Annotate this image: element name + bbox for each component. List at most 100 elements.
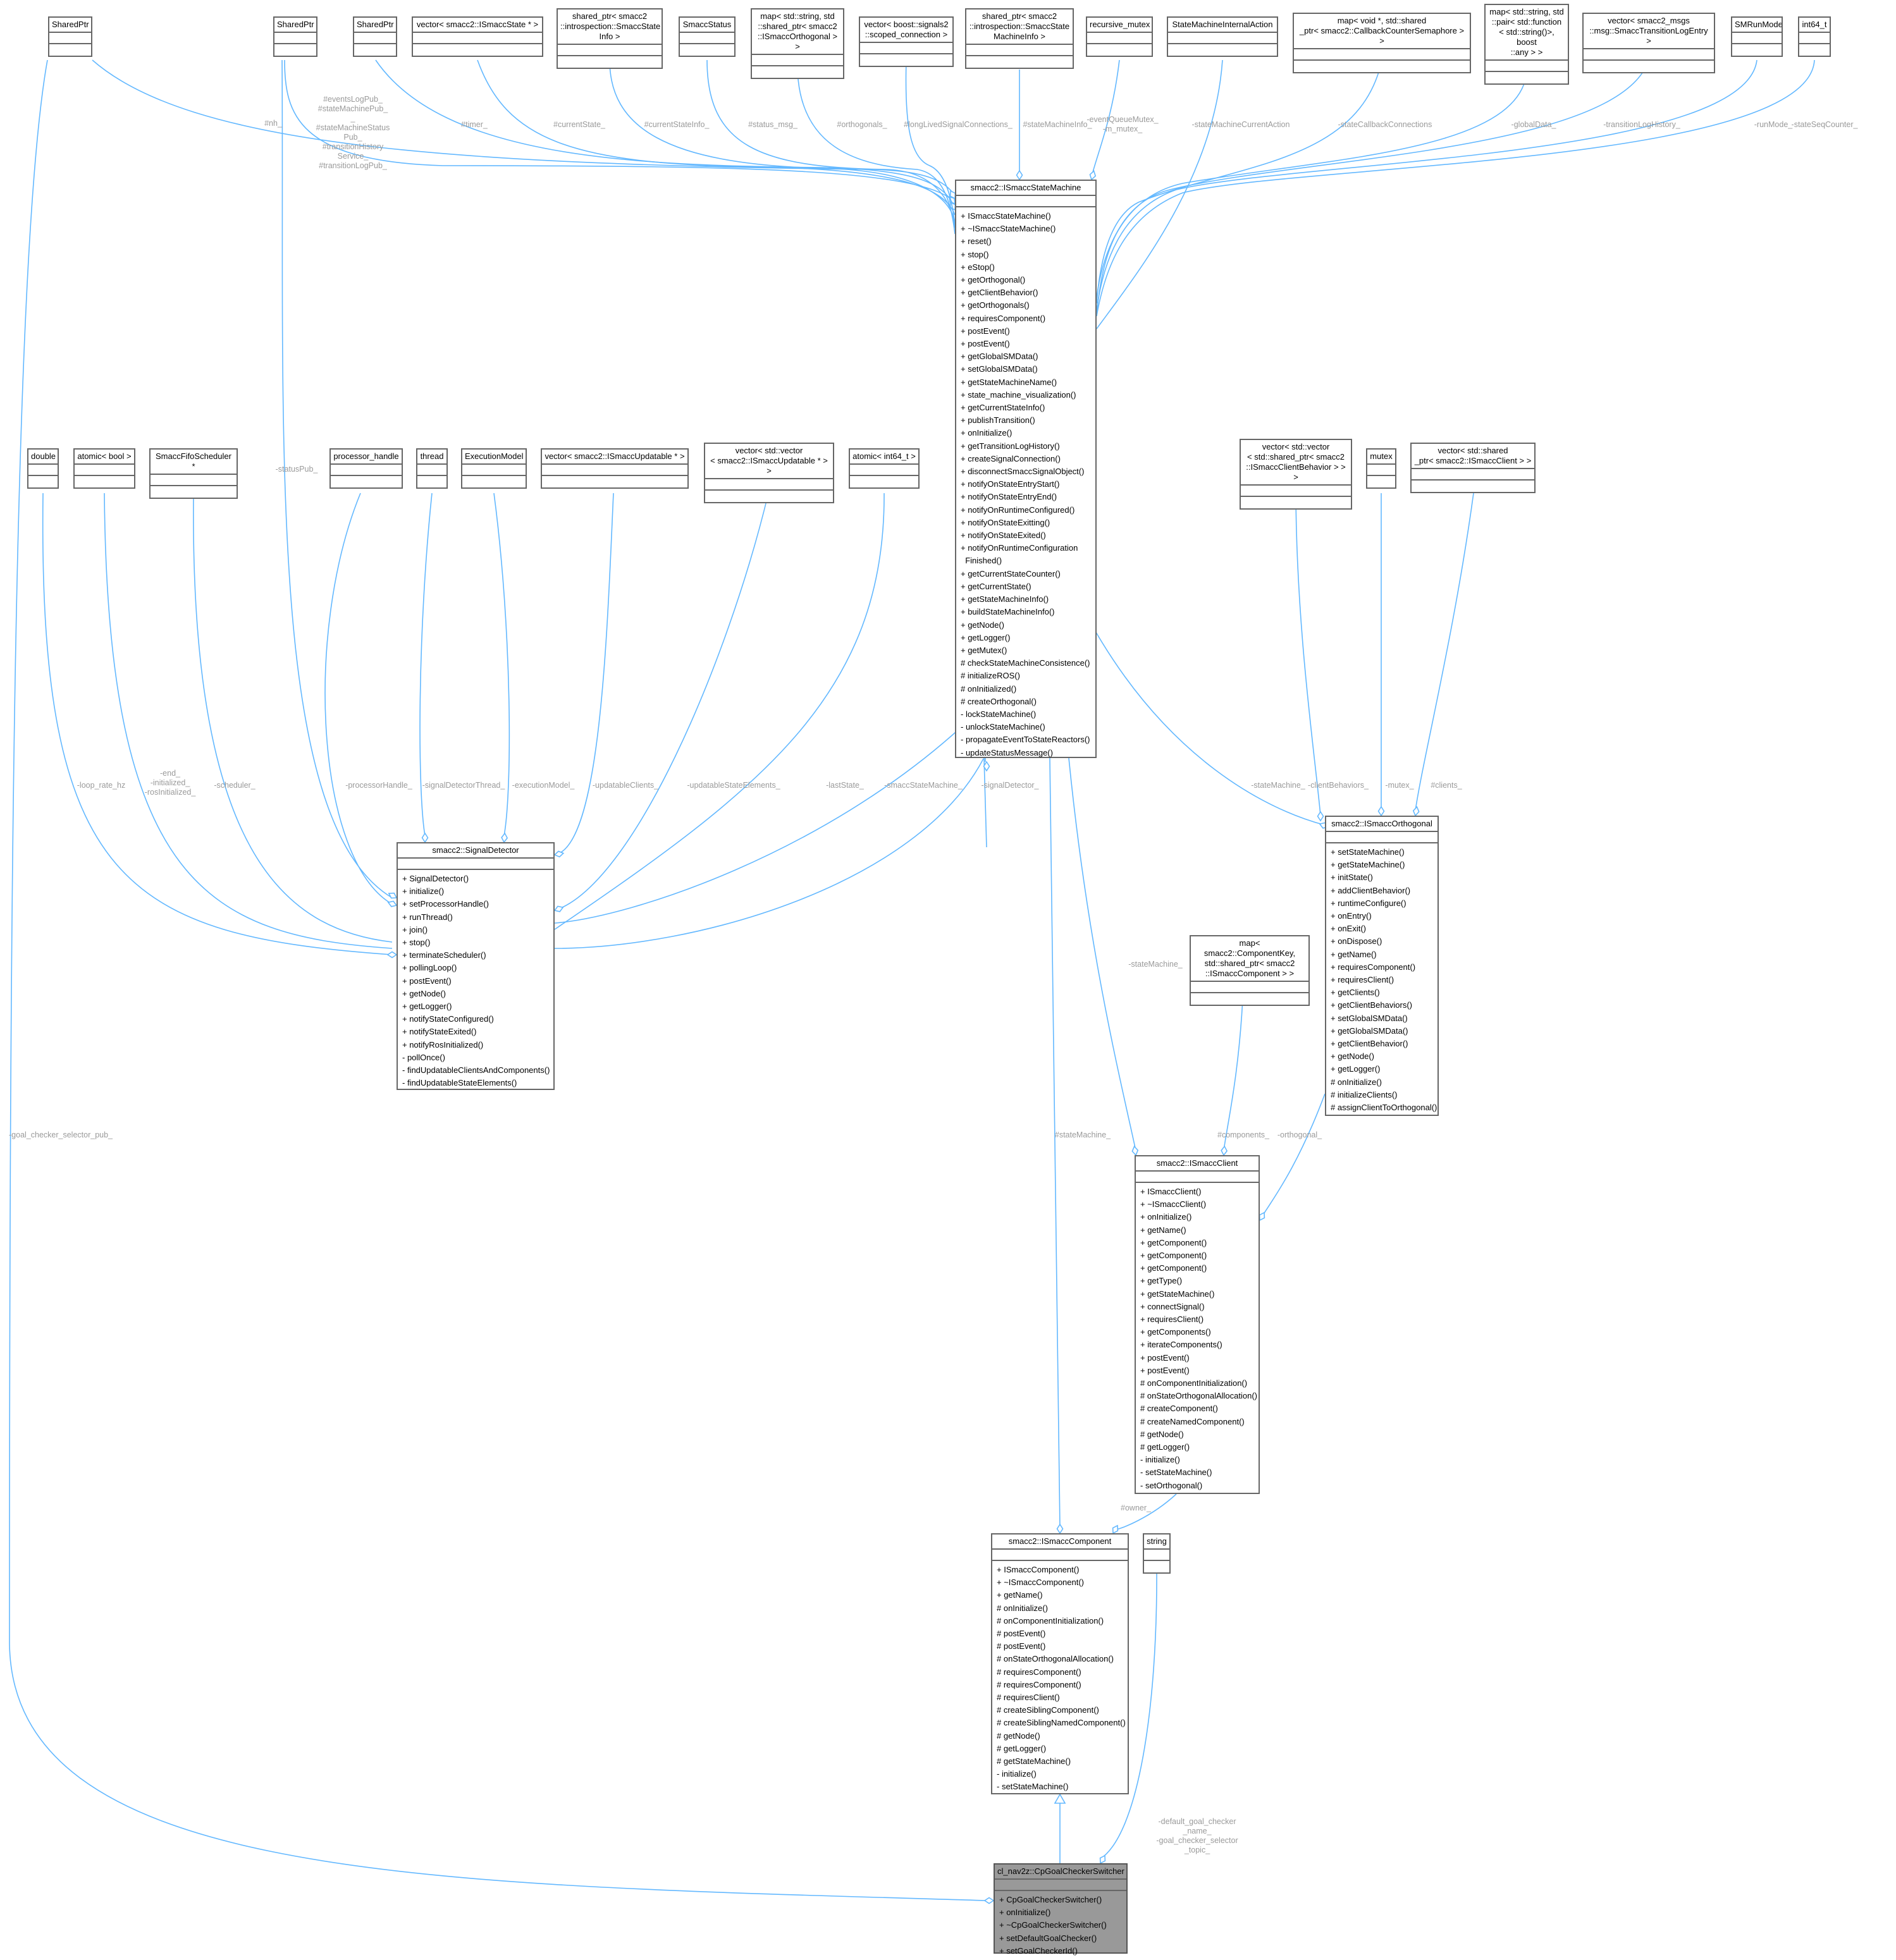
node-smacc-status[interactable]: SmaccStatus [679,16,736,57]
edge-owner-diamond [1112,1524,1119,1534]
operations-section [1294,61,1470,72]
method-row: + notifyOnStateEntryStart() [961,479,1060,489]
method-row: + reset() [961,236,992,247]
edge-label: #nh_ [264,119,282,128]
method-row: + CpGoalCheckerSwitcher() [999,1895,1102,1904]
node-sm-run-mode[interactable]: SMRunMode [1731,16,1783,57]
node-execution-model[interactable]: ExecutionModel [461,448,527,489]
node-sharedptr-a[interactable]: SharedPtr [48,16,92,57]
method-row: + getStateMachine() [1140,1289,1215,1299]
methods-section: + SignalDetector()+ initialize()+ setPro… [398,870,553,1092]
node-int64[interactable]: int64_t [1798,16,1831,57]
node-title: SharedPtr [354,18,396,33]
node-vector-transition-log[interactable]: vector< smacc2_msgs ::msg::SmaccTransiti… [1582,13,1715,73]
node-vector-client-behaviors[interactable]: vector< std::vector < std::shared_ptr< s… [1240,439,1352,510]
edge-label: #timer_ [461,120,488,129]
node-recursive-mutex[interactable]: recursive_mutex [1086,16,1153,57]
node-title: processor_handle [331,450,402,465]
method-row: + getCurrentStateCounter() [961,568,1061,579]
attributes-section [992,1550,1128,1561]
node-title: int64_t [1799,18,1830,33]
method-row: # getNode() [1140,1429,1184,1439]
node-title: SmaccFifoScheduler * [151,450,237,475]
operations-section [151,486,237,498]
node-processor-handle[interactable]: processor_handle [329,448,403,489]
edge-label: -signalDetector_ [981,781,1039,790]
operations-section [966,56,1073,68]
attributes-section [860,43,952,54]
edge-label: -stateCallbackConnections [1338,120,1432,129]
edge-thread [419,493,433,836]
method-row: + getStateMachine() [1331,860,1405,870]
attributes-section [462,465,526,476]
operations-section [1087,44,1152,56]
node-map-components[interactable]: map< smacc2::ComponentKey, std::shared_p… [1190,935,1310,1006]
node-string[interactable]: string [1143,1533,1171,1574]
method-row: + notifyOnStateExitting() [961,517,1050,527]
node-component[interactable]: smacc2::ISmaccComponent+ ISmaccComponent… [991,1533,1129,1794]
node-vector-clients[interactable]: vector< std::shared _ptr< smacc2::ISmacc… [1410,443,1536,493]
method-row: + getName() [997,1590,1043,1600]
attributes-section [1136,1172,1259,1183]
node-sharedptr-c[interactable]: SharedPtr [353,16,397,57]
edge-double-diamond [386,951,398,959]
node-title: vector< std::vector < smacc2::ISmaccUpda… [705,444,833,479]
operations-section [417,476,446,487]
node-double[interactable]: double [27,448,59,489]
edge-label: #clients_ [1431,781,1462,790]
node-map-global-data[interactable]: map< std::string, std ::pair< std::funct… [1484,4,1569,85]
attributes-section [1087,33,1152,44]
method-row: + notifyRosInitialized() [402,1039,484,1050]
operations-section [1486,72,1568,83]
node-state-machine[interactable]: smacc2::ISmaccStateMachine+ ISmaccStateM… [955,180,1097,758]
node-shared-ptr-state-info[interactable]: shared_ptr< smacc2 ::introspection::Smac… [557,8,663,69]
method-row: + eStop() [961,262,995,272]
node-client[interactable]: smacc2::ISmaccClient+ ISmaccClient()+ ~I… [1135,1155,1260,1494]
operations-section [1241,497,1351,508]
edge-label: -executionModel_ [512,781,575,790]
method-row: + getName() [1140,1225,1186,1235]
method-row: + getNode() [1331,1051,1375,1062]
node-mutex[interactable]: mutex [1366,448,1396,489]
edge-gc-pub-diamond [983,1897,995,1904]
edge-map-globaldata [1096,72,1527,298]
node-map-orthogonal[interactable]: map< std::string, std ::shared_ptr< smac… [751,8,844,79]
attributes-section [542,465,687,476]
operations-section [1584,61,1714,72]
edge-vector-updatable-diamond [553,850,565,858]
node-map-semaphore[interactable]: map< void *, std::shared _ptr< smacc2::C… [1293,13,1471,73]
edge-label: -stateSeqCounter_ [1791,120,1858,129]
edge-orth-sm [1095,632,1326,826]
methods-section: + CpGoalCheckerSwitcher()+ onInitialize(… [995,1891,1126,1960]
edge-double [42,493,393,955]
attributes-section [354,33,396,44]
edge-client-sm-diamond [1131,1145,1139,1156]
node-vector-state[interactable]: vector< smacc2::ISmaccState * > [412,16,543,57]
node-vector-scoped-connection[interactable]: vector< boost::signals2 ::scoped_connect… [859,16,954,67]
node-title: map< std::string, std ::shared_ptr< smac… [752,9,843,55]
edge-string-diamond [1099,1854,1106,1865]
attributes-section [995,1880,1126,1891]
method-row: + notifyStateConfigured() [402,1014,494,1024]
node-orthogonal[interactable]: smacc2::ISmaccOrthogonal+ setStateMachin… [1325,816,1439,1116]
edge-label: -clientBehaviors_ [1308,781,1369,790]
method-row: - setStateMachine() [1140,1467,1212,1478]
method-row: + getStateMachineName() [961,377,1057,387]
node-thread[interactable]: thread [416,448,448,489]
attributes-section [75,465,134,476]
node-title: SmaccStatus [680,18,734,33]
method-row: + onExit() [1331,924,1366,934]
node-atomic-int64[interactable]: atomic< int64_t > [849,448,920,489]
node-signal-detector[interactable]: smacc2::SignalDetector+ SignalDetector()… [397,842,555,1090]
node-fifo-scheduler[interactable]: SmaccFifoScheduler * [149,448,238,499]
node-sm-internal-action[interactable]: StateMachineInternalAction [1167,16,1278,57]
node-cp-goal-checker-switcher[interactable]: cl_nav2z::CpGoalCheckerSwitcher+ CpGoalC… [994,1863,1128,1956]
node-shared-ptr-sm-info[interactable]: shared_ptr< smacc2 ::introspection::Smac… [965,8,1074,69]
node-atomic-bool[interactable]: atomic< bool > [73,448,135,489]
method-row: + getClientBehaviors() [1331,1000,1412,1010]
method-row: + setGoalCheckerId() [999,1945,1078,1956]
method-row: + getOrthogonals() [961,300,1030,310]
node-vector-updatable[interactable]: vector< smacc2::ISmaccUpdatable * > [541,448,689,489]
node-vector-vector-updatable[interactable]: vector< std::vector < smacc2::ISmaccUpda… [704,443,834,503]
node-sharedptr-b[interactable]: SharedPtr [273,16,317,57]
